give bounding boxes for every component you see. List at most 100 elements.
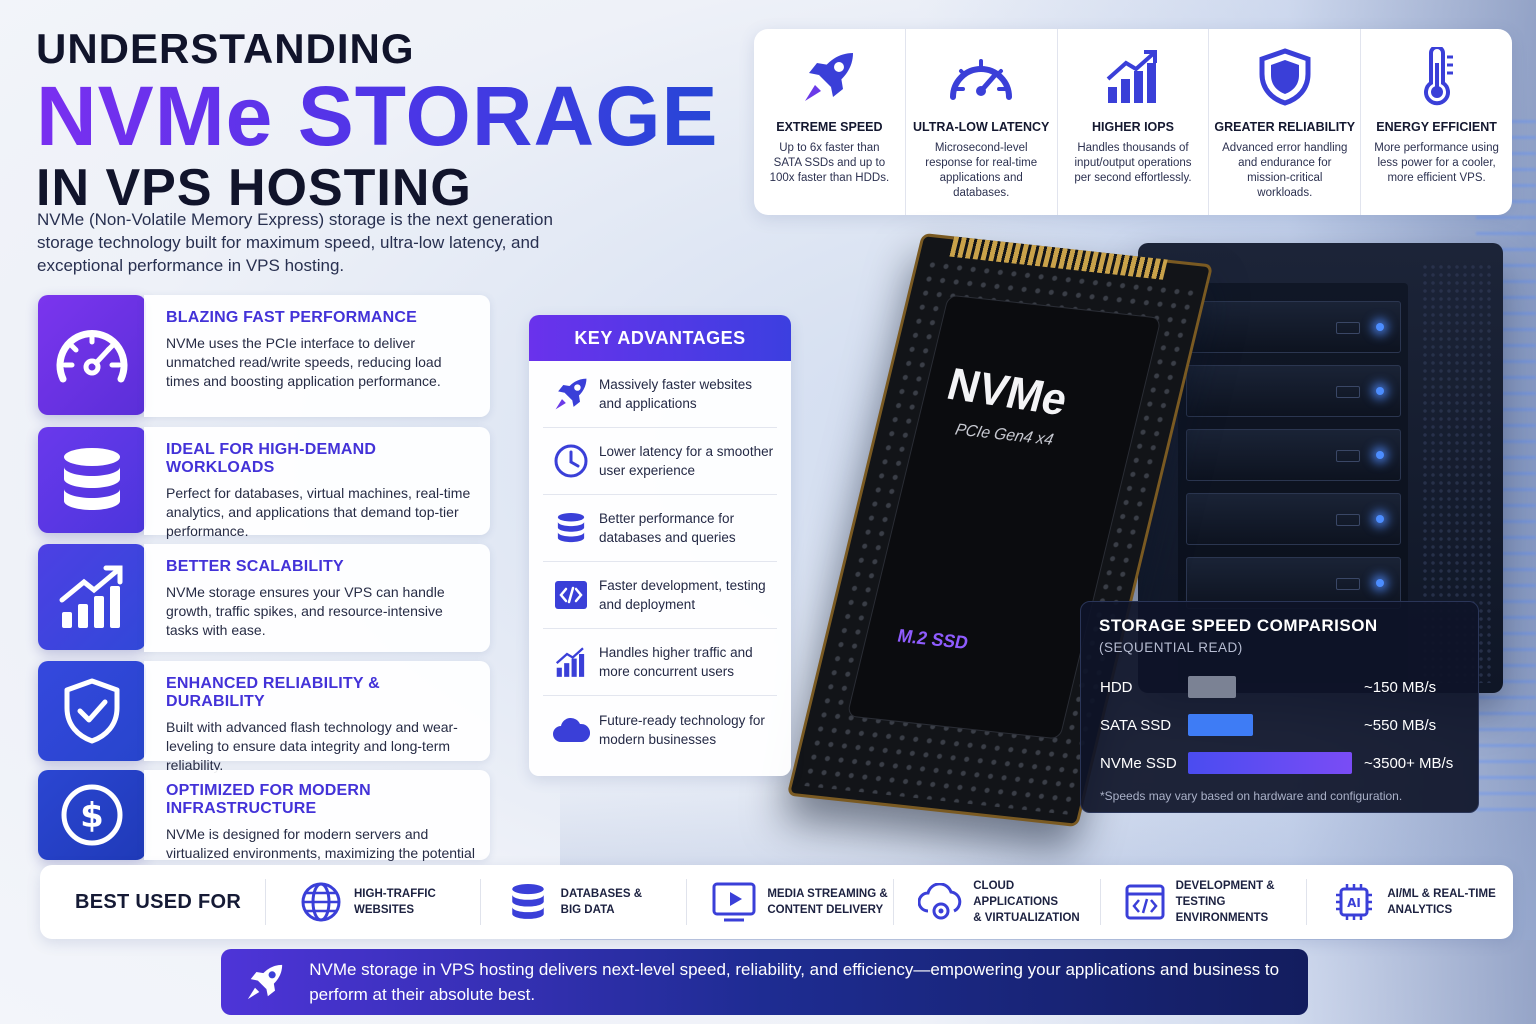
comparison-title: STORAGE SPEED COMPARISON bbox=[1099, 616, 1378, 635]
advantage-item: Massively faster websites and applicatio… bbox=[543, 361, 777, 428]
feature-card: BETTER SCALABILITY NVMe storage ensures … bbox=[144, 544, 490, 652]
svg-text:AI: AI bbox=[1347, 896, 1361, 910]
benefit-title: EXTREME SPEED bbox=[776, 120, 883, 134]
drive-bay bbox=[1186, 557, 1401, 609]
benefit-energy: ENERGY EFFICIENT More performance using … bbox=[1361, 29, 1512, 215]
benefit-text: Microsecond-level response for real-time… bbox=[925, 142, 1038, 199]
use-case-databases: DATABASES & BIG DATA bbox=[479, 879, 687, 925]
advantage-item: Future-ready technology for modern busin… bbox=[543, 696, 777, 763]
feature-performance: BLAZING FAST PERFORMANCE NVMe uses the P… bbox=[38, 295, 490, 417]
use-case-label: DEVELOPMENT & TESTING ENVIRONMENTS bbox=[1175, 880, 1275, 924]
feature-text: NVMe uses the PCIe interface to deliver … bbox=[166, 335, 442, 389]
database-icon bbox=[543, 511, 599, 545]
benefit-title: ULTRA-LOW LATENCY bbox=[913, 120, 1050, 134]
growth-chart-icon bbox=[38, 544, 146, 650]
use-case-cloud: CLOUD APPLICATIONS & VIRTUALIZATION bbox=[893, 879, 1100, 925]
feature-reliability: ENHANCED RELIABILITY & DURABILITY Built … bbox=[38, 661, 490, 773]
gauge-icon bbox=[906, 47, 1057, 107]
advantage-item: Lower latency for a smoother user experi… bbox=[543, 428, 777, 495]
best-used-title: BEST USED FOR bbox=[75, 890, 242, 913]
key-advantages-title: KEY ADVANTAGES bbox=[529, 315, 791, 361]
feature-scalability: BETTER SCALABILITY NVMe storage ensures … bbox=[38, 544, 490, 652]
benefit-text: Advanced error handling and endurance fo… bbox=[1222, 142, 1348, 199]
comparison-label: SATA SSD bbox=[1100, 717, 1172, 734]
svg-text:$: $ bbox=[80, 796, 104, 836]
key-advantages-panel: KEY ADVANTAGES Massively faster websites… bbox=[529, 315, 791, 776]
comparison-value: ~150 MB/s bbox=[1364, 679, 1437, 696]
feature-title: IDEAL FOR HIGH-DEMAND WORKLOADS bbox=[166, 441, 377, 476]
feature-title: BLAZING FAST PERFORMANCE bbox=[166, 309, 418, 326]
benefit-latency: ULTRA-LOW LATENCY Microsecond-level resp… bbox=[906, 29, 1058, 215]
advantage-item: Better performance for databases and que… bbox=[543, 495, 777, 562]
benefit-title: ENERGY EFFICIENT bbox=[1376, 120, 1497, 134]
rocket-icon bbox=[221, 962, 309, 1002]
use-case-websites: HIGH-TRAFFIC WEBSITES bbox=[265, 879, 480, 925]
feature-infrastructure: $ OPTIMIZED FOR MODERN INFRASTRUCTURE NV… bbox=[38, 770, 490, 880]
advantage-text: Lower latency for a smoother user experi… bbox=[599, 444, 774, 478]
headline: UNDERSTANDING NVMe STORAGE IN VPS HOSTIN… bbox=[36, 25, 719, 217]
feature-card: OPTIMIZED FOR MODERN INFRASTRUCTURE NVMe… bbox=[144, 770, 490, 880]
rocket-icon bbox=[754, 47, 905, 107]
use-case-streaming: MEDIA STREAMING & CONTENT DELIVERY bbox=[686, 879, 893, 925]
advantage-item: Handles higher traffic and more concurre… bbox=[543, 629, 777, 696]
advantage-text: Handles higher traffic and more concurre… bbox=[599, 645, 753, 679]
title-line-2: NVMe STORAGE bbox=[36, 69, 719, 163]
best-used-for-bar: BEST USED FOR HIGH-TRAFFIC WEBSITES DATA… bbox=[40, 865, 1513, 939]
comparison-value: ~550 MB/s bbox=[1364, 717, 1437, 734]
feature-text: NVMe storage ensures your VPS can handle… bbox=[166, 584, 445, 638]
benefit-iops: HIGHER IOPS Handles thousands of input/o… bbox=[1058, 29, 1210, 215]
intro-paragraph: NVMe (Non-Volatile Memory Express) stora… bbox=[37, 210, 553, 275]
comparison-row-hdd: HDD ~150 MB/s bbox=[1100, 675, 1466, 699]
comparison-subtitle: (SEQUENTIAL READ) bbox=[1099, 640, 1243, 655]
comparison-bar bbox=[1188, 752, 1352, 774]
advantage-item: Faster development, testing and deployme… bbox=[543, 562, 777, 629]
cloud-icon bbox=[543, 716, 599, 744]
database-icon bbox=[503, 882, 553, 922]
feature-card: IDEAL FOR HIGH-DEMAND WORKLOADS Perfect … bbox=[144, 427, 490, 539]
footer-banner: NVMe storage in VPS hosting delivers nex… bbox=[221, 949, 1308, 1015]
bar-chart-icon bbox=[1058, 47, 1209, 107]
feature-workloads: IDEAL FOR HIGH-DEMAND WORKLOADS Perfect … bbox=[38, 427, 490, 539]
use-case-label: DATABASES & BIG DATA bbox=[560, 888, 643, 916]
advantage-text: Faster development, testing and deployme… bbox=[599, 578, 766, 612]
code-window-icon bbox=[1123, 884, 1168, 920]
code-icon bbox=[543, 580, 599, 610]
comparison-row-sata: SATA SSD ~550 MB/s bbox=[1100, 713, 1466, 737]
use-case-ai: AI AI/ML & REAL-TIME ANALYTICS bbox=[1306, 879, 1513, 925]
feature-text: Perfect for databases, virtual machines,… bbox=[166, 485, 471, 539]
benefit-extreme-speed: EXTREME SPEED Up to 6x faster than SATA … bbox=[754, 29, 906, 215]
feature-title: ENHANCED RELIABILITY & DURABILITY bbox=[166, 675, 380, 710]
drive-bay bbox=[1186, 365, 1401, 417]
use-case-label: CLOUD APPLICATIONS & VIRTUALIZATION bbox=[973, 880, 1080, 924]
use-case-label: AI/ML & REAL-TIME ANALYTICS bbox=[1387, 888, 1496, 916]
benefit-title: HIGHER IOPS bbox=[1092, 120, 1174, 134]
benefits-strip: EXTREME SPEED Up to 6x faster than SATA … bbox=[754, 29, 1512, 215]
benefit-text: Handles thousands of input/output operat… bbox=[1074, 142, 1192, 184]
benefit-text: Up to 6x faster than SATA SSDs and up to… bbox=[769, 142, 890, 184]
feature-card: ENHANCED RELIABILITY & DURABILITY Built … bbox=[144, 661, 490, 773]
title-line-1: UNDERSTANDING bbox=[36, 25, 415, 72]
feature-title: BETTER SCALABILITY bbox=[166, 558, 344, 575]
advantage-text: Future-ready technology for modern busin… bbox=[599, 712, 765, 747]
benefit-text: More performance using less power for a … bbox=[1374, 142, 1499, 184]
database-icon bbox=[38, 427, 146, 533]
footer-text: NVMe storage in VPS hosting delivers nex… bbox=[309, 960, 1280, 1004]
video-play-icon bbox=[709, 882, 759, 922]
use-case-development: DEVELOPMENT & TESTING ENVIRONMENTS bbox=[1099, 879, 1307, 925]
drive-bay bbox=[1186, 301, 1401, 353]
comparison-bar bbox=[1188, 676, 1236, 698]
feature-title: OPTIMIZED FOR MODERN INFRASTRUCTURE bbox=[166, 782, 371, 817]
advantage-text: Massively faster websites and applicatio… bbox=[599, 377, 753, 411]
feature-card: BLAZING FAST PERFORMANCE NVMe uses the P… bbox=[144, 295, 490, 417]
drive-bay bbox=[1186, 429, 1401, 481]
comparison-value: ~3500+ MB/s bbox=[1364, 755, 1454, 772]
shield-check-icon bbox=[38, 661, 146, 761]
feature-text: Built with advanced flash technology and… bbox=[166, 719, 458, 773]
use-case-label: MEDIA STREAMING & CONTENT DELIVERY bbox=[767, 888, 888, 916]
drive-bay bbox=[1186, 493, 1401, 545]
comparison-bar bbox=[1188, 714, 1253, 736]
speedometer-icon bbox=[38, 295, 146, 415]
dollar-icon: $ bbox=[38, 770, 146, 860]
comparison-label: HDD bbox=[1100, 679, 1133, 696]
thermometer-icon bbox=[1361, 47, 1512, 107]
